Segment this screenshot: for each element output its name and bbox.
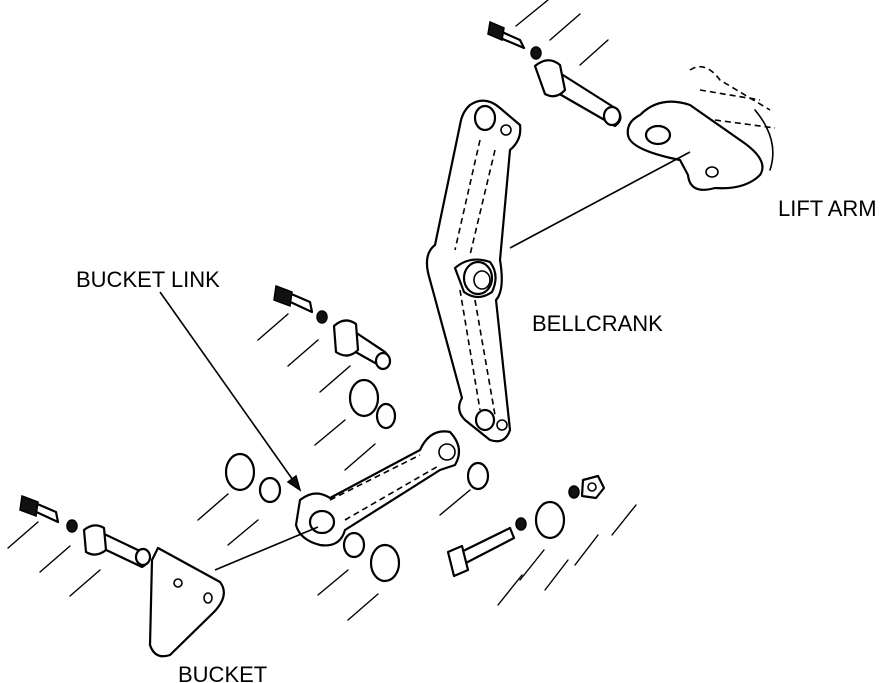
bucket-pin-ticks xyxy=(7,521,101,597)
leader-bucket-link-arrowhead xyxy=(286,474,302,492)
bellcrank-link-pivot-hardware xyxy=(446,461,606,578)
bucket-link-lower-washers xyxy=(342,531,401,583)
bucket-link-lower-ticks xyxy=(317,569,379,621)
bucket-link-left-washers xyxy=(224,452,282,504)
bucket xyxy=(148,546,225,658)
bellcrank xyxy=(425,99,522,443)
lift-arm xyxy=(626,65,776,191)
bucket-pin-group xyxy=(19,494,152,569)
lift-arm-pin-ticks xyxy=(515,0,609,66)
lift-arm-pin-group xyxy=(487,20,622,128)
label-bellcrank: BELLCRANK xyxy=(532,311,663,336)
bucket-link-upper-pin-group xyxy=(273,284,397,430)
leader-bucket-link xyxy=(159,291,301,491)
label-bucket: BUCKET xyxy=(178,662,267,683)
bucket-link-upper-ticks xyxy=(257,313,376,471)
bucket-link xyxy=(294,430,461,547)
leader-lift-arm xyxy=(509,151,691,249)
bellcrank-link-pivot-ticks xyxy=(439,489,637,606)
leader-bucket xyxy=(214,526,319,571)
bucket-link-left-ticks xyxy=(197,493,259,546)
label-lift-arm: LIFT ARM xyxy=(778,196,877,221)
label-bucket-link: BUCKET LINK xyxy=(76,267,220,292)
